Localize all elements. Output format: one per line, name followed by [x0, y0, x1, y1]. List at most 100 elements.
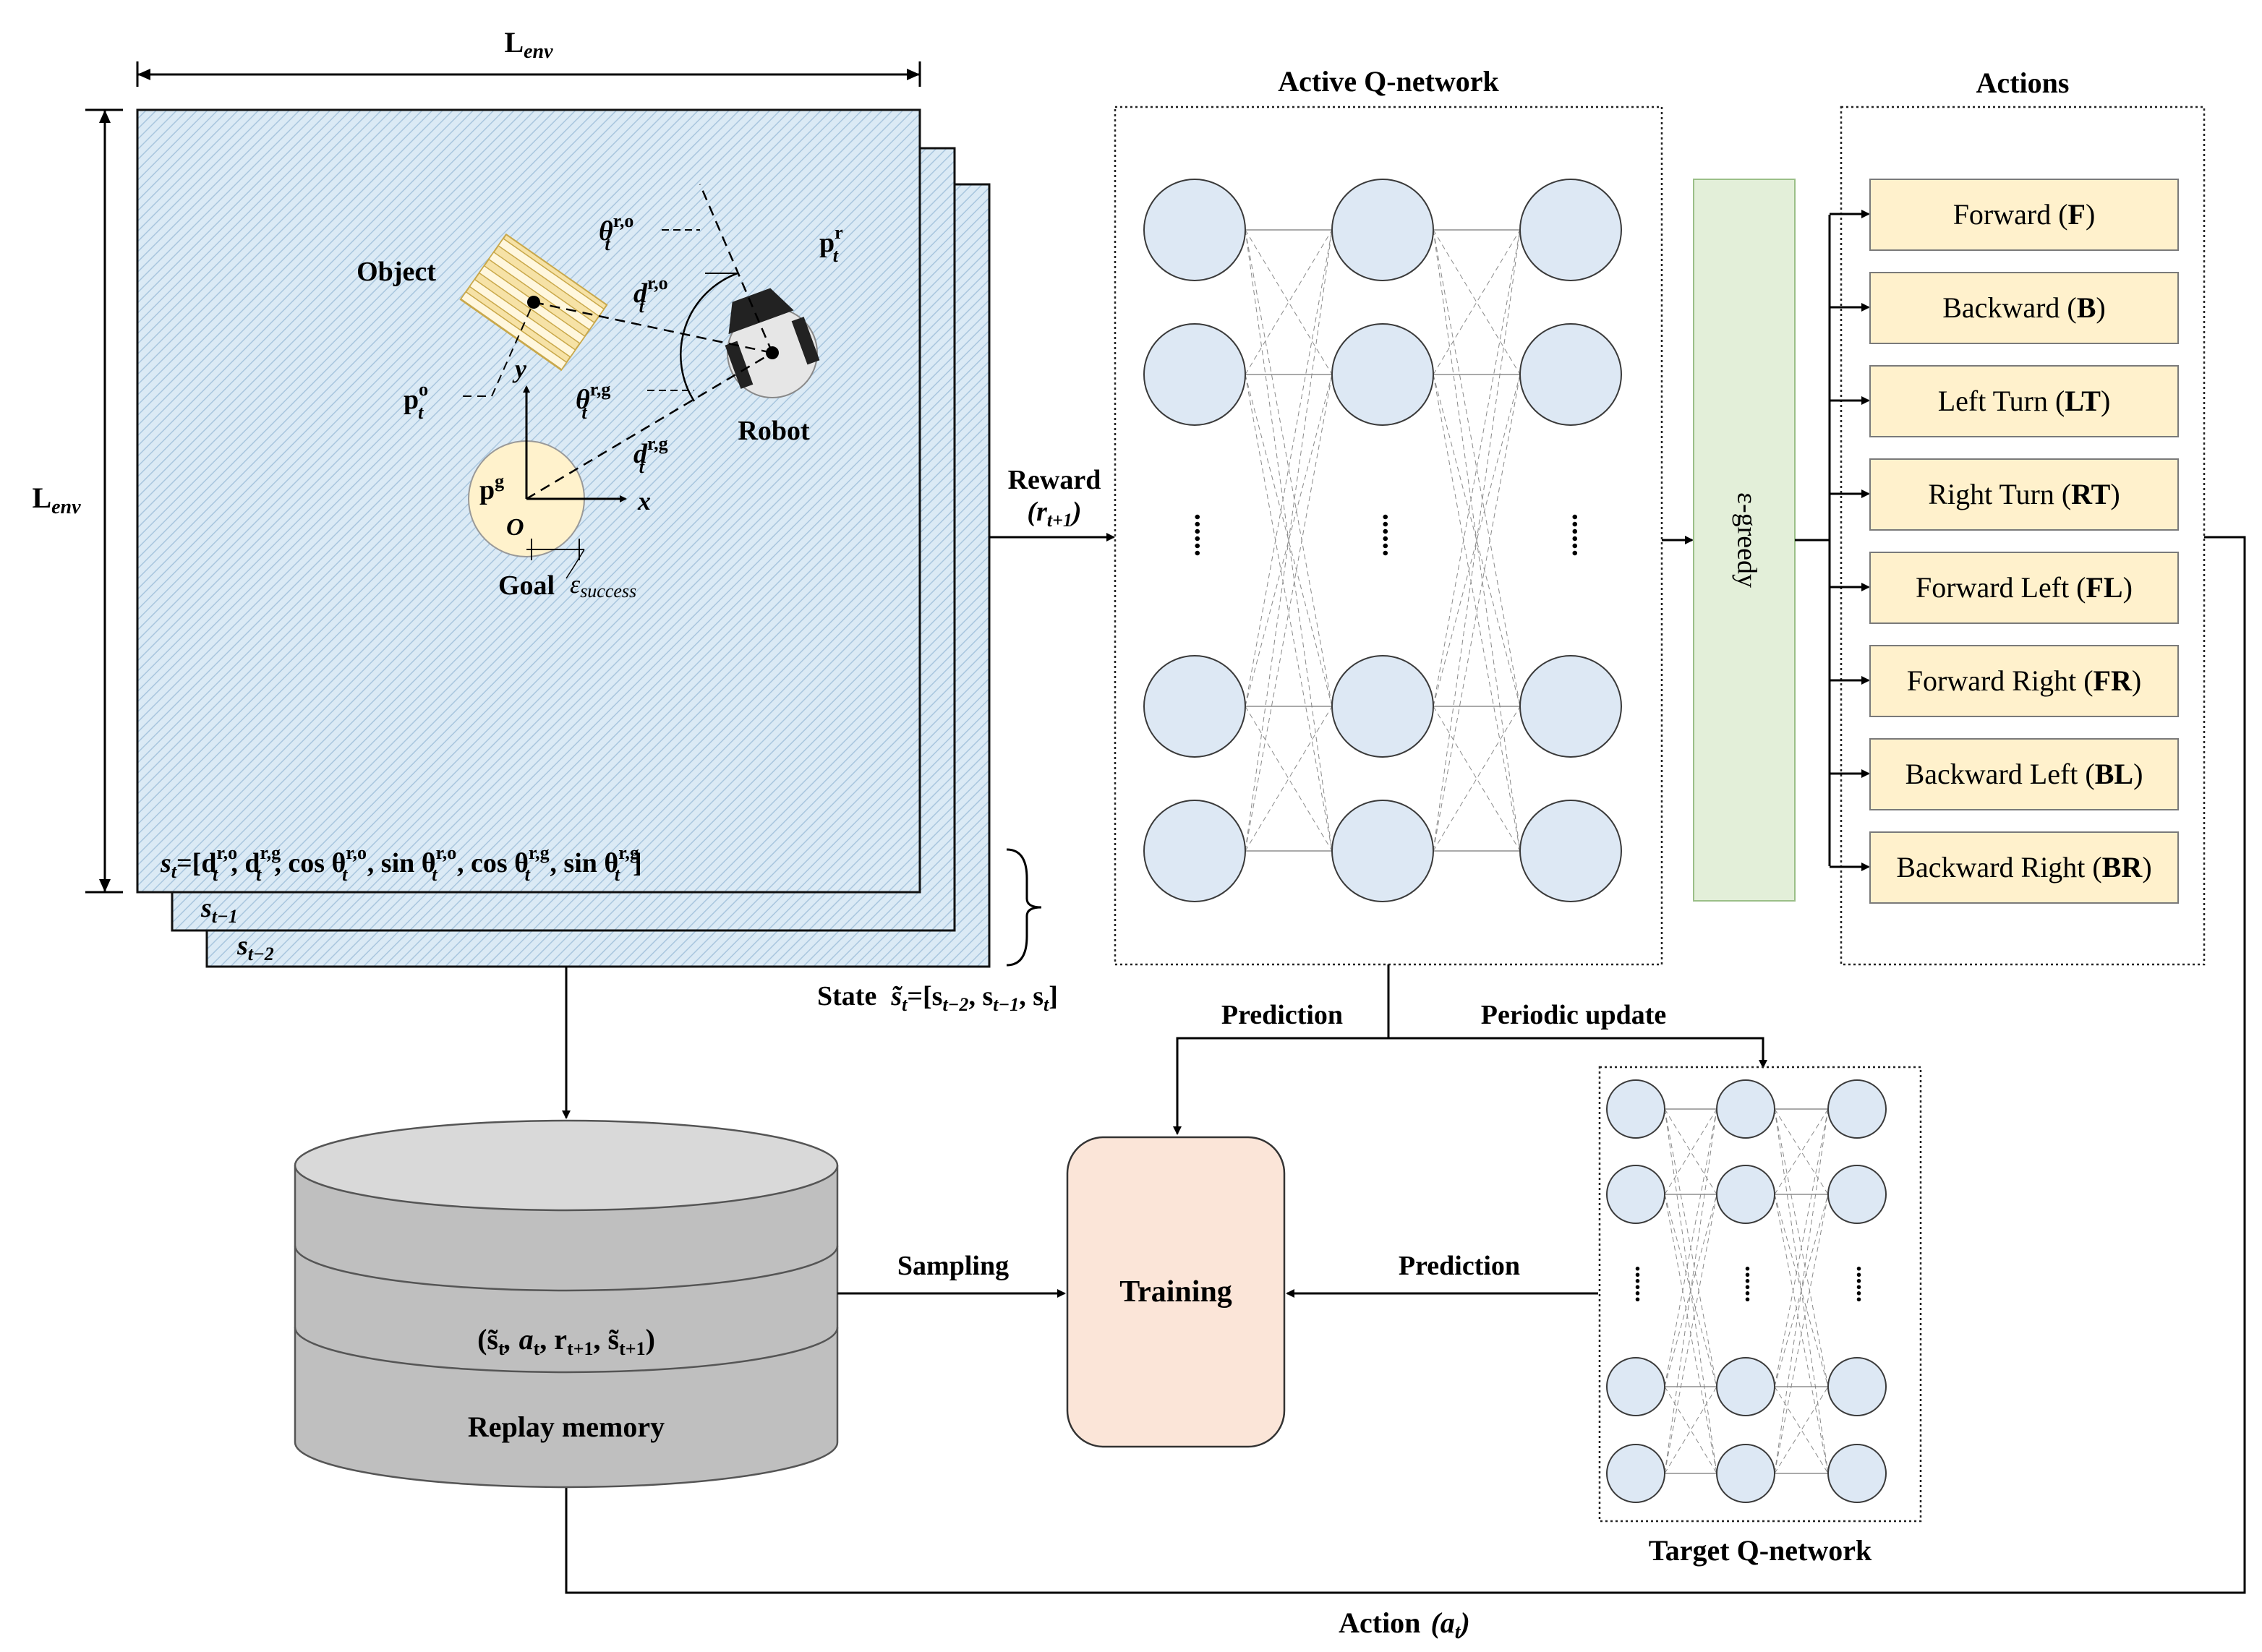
- target-network-edges: [1664, 1108, 1829, 1474]
- active-network-neuron: [1519, 655, 1622, 758]
- height-label: Lenv: [32, 482, 81, 518]
- target-network-neuron: [1606, 1079, 1665, 1139]
- action-item-label: Forward (F): [1953, 198, 2096, 231]
- active-ellipsis-3: ......: [1566, 513, 1599, 557]
- prediction-top-label: Prediction: [1221, 1000, 1343, 1030]
- target-network-frame: [1598, 1066, 1922, 1523]
- actions-frame: [1840, 106, 2206, 966]
- active-network-neuron: [1331, 179, 1434, 281]
- active-network-edge: [1245, 229, 1333, 852]
- active-network-neuron: [1143, 800, 1246, 902]
- action-item-label: Right Turn (RT): [1928, 478, 2120, 510]
- target-network-neuron: [1716, 1357, 1775, 1416]
- target-network-neuron: [1606, 1357, 1665, 1416]
- active-network-edge: [1433, 229, 1521, 707]
- width-label: Lenv: [504, 26, 553, 63]
- active-network-edge: [1433, 706, 1521, 852]
- action-item-label: Backward (B): [1942, 291, 2105, 324]
- active-network-edge: [1433, 229, 1521, 375]
- target-ellipsis-2: ......: [1740, 1266, 1767, 1303]
- action-list: Forward (F) Backward (B) Left Turn (LT) Rig…: [1830, 179, 2179, 904]
- state-t-minus-1-label: st−1: [200, 893, 238, 927]
- target-prediction-flow: Prediction: [1286, 1251, 1598, 1298]
- coordinate-axes: y x O: [506, 354, 651, 541]
- target-network-edge: [1664, 1194, 1717, 1474]
- action-item-label: Backward Left (BL): [1905, 758, 2143, 790]
- action-item-lt: [1869, 365, 2179, 437]
- action-item-br: [1869, 831, 2179, 904]
- active-network-edge: [1245, 229, 1333, 707]
- stack-brace: [1006, 848, 1042, 967]
- target-network-edge: [1774, 1194, 1829, 1474]
- active-network-edge: [1433, 374, 1521, 852]
- target-network-nodes: [1606, 1079, 1887, 1503]
- active-ellipsis-2: ......: [1377, 513, 1409, 557]
- epsilon-greedy: ε-greedy: [1693, 179, 1796, 902]
- x-axis-label: x: [637, 487, 651, 515]
- reward-symbol: (rt+1): [1027, 497, 1081, 531]
- target-network-neuron: [1606, 1444, 1665, 1503]
- training-box: [1066, 1136, 1286, 1448]
- epsilon-greedy-box: [1693, 179, 1796, 902]
- sampling-label: Sampling: [897, 1251, 1009, 1281]
- active-network-neuron: [1331, 800, 1434, 902]
- actions-title: Actions: [1976, 67, 2070, 99]
- target-network-title: Target Q-network: [1649, 1534, 1872, 1567]
- state-t-minus-2-label: st−2: [236, 930, 274, 964]
- active-network-edge: [1433, 374, 1521, 852]
- active-network-edge: [1245, 374, 1333, 852]
- active-network-edge: [1433, 706, 1521, 852]
- action-item-label: Backward Right (BR): [1896, 851, 2151, 883]
- replay-memory: (s̃t, at, rt+1, s̃t+1) Replay memory: [294, 1119, 839, 1489]
- active-network-neuron: [1519, 323, 1622, 426]
- target-q-network: Target Q-network ...... ...... ......: [1598, 1066, 1922, 1567]
- origin-label: O: [506, 514, 524, 541]
- active-network-edge: [1433, 229, 1521, 707]
- active-network-neuron: [1519, 179, 1622, 281]
- action-item-bl: [1869, 738, 2179, 810]
- action-item-fl: [1869, 552, 2179, 624]
- training-label: Training: [1119, 1275, 1232, 1309]
- goal-label: Goal: [498, 570, 555, 601]
- epsilon-greedy-label: ε-greedy: [1731, 492, 1762, 588]
- actions-panel: Actions Forward (F) Backward (B) Left Turn…: [562, 67, 2246, 1643]
- active-ellipsis-1: ......: [1189, 513, 1221, 557]
- target-network-neuron: [1827, 1444, 1887, 1503]
- active-network-neuron: [1143, 655, 1246, 758]
- y-axis-label: y: [512, 354, 527, 383]
- height-dimension: Lenv: [32, 108, 123, 894]
- active-network-edge: [1245, 706, 1333, 852]
- active-network-neuron: [1519, 800, 1622, 902]
- active-network-title: Active Q-network: [1278, 65, 1499, 98]
- active-network-edge: [1245, 229, 1333, 707]
- reward-label: Reward: [1008, 465, 1101, 495]
- prediction-bottom-label: Prediction: [1399, 1251, 1520, 1281]
- target-network-neuron: [1716, 1444, 1775, 1503]
- action-item-b: [1869, 272, 2179, 344]
- goal: Goal εsuccess pg: [468, 440, 636, 602]
- target-network-edge: [1774, 1108, 1829, 1474]
- reward-flow: Reward (rt+1): [989, 465, 1115, 542]
- target-ellipsis-1: ......: [1630, 1266, 1657, 1303]
- target-network-neuron: [1827, 1357, 1887, 1416]
- action-item-rt: [1869, 458, 2179, 531]
- active-network-edge: [1245, 706, 1333, 852]
- active-network-edge: [1245, 229, 1333, 375]
- target-network-edge: [1664, 1108, 1717, 1474]
- action-item-label: Left Turn (LT): [1938, 385, 2111, 417]
- width-dimension: Lenv: [136, 26, 921, 87]
- target-network-neuron: [1606, 1165, 1665, 1224]
- target-network-neuron: [1716, 1079, 1775, 1139]
- action-item-fr: [1869, 645, 2179, 717]
